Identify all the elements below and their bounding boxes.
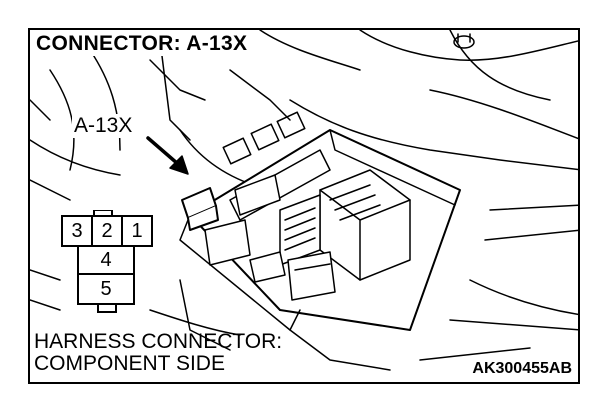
pin-1: 1: [131, 220, 143, 242]
connector-callout-label: A-13X: [72, 114, 135, 138]
connector-title: CONNECTOR: A-13X: [36, 32, 252, 56]
engine-bay-illustration: [30, 30, 578, 371]
pin-3: 3: [71, 220, 83, 242]
figure-code: AK300455AB: [472, 360, 572, 377]
diagram-frame: CONNECTOR: A-13X A-13X 3 2 1 4 5 HARNESS…: [28, 28, 580, 384]
pin-2: 2: [101, 220, 113, 242]
pin-5: 5: [100, 278, 112, 300]
caption-line-1: HARNESS CONNECTOR:: [34, 330, 283, 353]
caption-line-2: COMPONENT SIDE: [34, 352, 225, 375]
pin-4: 4: [100, 249, 112, 271]
connector-pinout: 3 2 1 4 5: [60, 209, 156, 314]
